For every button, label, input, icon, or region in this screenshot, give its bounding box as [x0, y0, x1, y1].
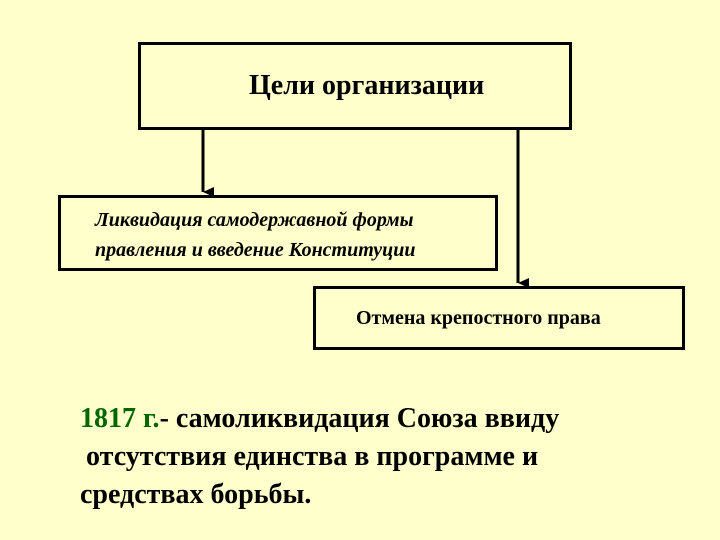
note-year: 1817 г. — [80, 403, 160, 434]
goal-box-constitution-line-1: Ликвидация самодержавной формы — [95, 209, 414, 231]
note-line-1: 1817 г.- самоликвидация Союза ввиду — [80, 400, 680, 438]
note-line-3: средствах борьбы. — [80, 479, 312, 510]
dissolution-note: 1817 г.- самоликвидация Союза ввиду отсу… — [80, 400, 680, 514]
goal-box-constitution-line-2: правления и введение Конституции — [95, 239, 416, 261]
goal-box: Цели организации — [138, 42, 572, 130]
note-line-1-rest: - самоликвидация Союза ввиду — [159, 403, 560, 434]
goal-box-serfdom-label: Отмена крепостного права — [356, 306, 601, 329]
note-line-2: отсутствия единства в программе и — [86, 441, 539, 472]
goal-title: Цели организации — [249, 70, 485, 101]
goal-box-serfdom: Отмена крепостного права — [313, 286, 685, 350]
goal-box-constitution: Ликвидация самодержавной формы правления… — [58, 195, 498, 271]
